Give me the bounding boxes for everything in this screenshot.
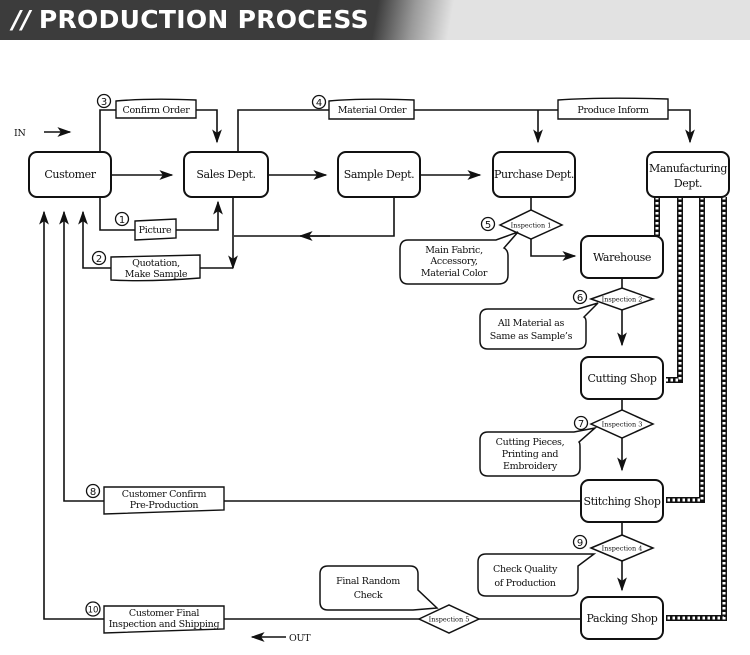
- label-confirm-order: Confirm Order: [115, 98, 197, 119]
- diagram-text: Manufacturing: [649, 162, 727, 175]
- step-5-marker: 5: [480, 216, 496, 232]
- diagram-text: Embroidery: [503, 461, 558, 472]
- node-sales-dept: Sales Dept.: [183, 151, 269, 198]
- diagram-text: 6: [577, 293, 583, 304]
- inspection-4: Inspection 4: [589, 534, 655, 562]
- node-warehouse: Warehouse: [580, 235, 664, 279]
- diagram-text: 10: [88, 606, 99, 616]
- diagram-text: Inspection 5: [429, 616, 470, 624]
- diagram-text: Check: [354, 590, 383, 601]
- step-3-marker: 3: [96, 93, 112, 109]
- diagram-text: Warehouse: [593, 251, 651, 264]
- node-cutting-shop: Cutting Shop: [580, 356, 664, 400]
- diagram-text: All Material as: [497, 318, 565, 329]
- diagram-text: Dept.: [674, 177, 702, 190]
- diagram-text: Inspection 4: [602, 545, 643, 553]
- diagram-text: Sales Dept.: [196, 168, 255, 181]
- diagram-text: Confirm Order: [123, 105, 191, 116]
- step-markers: 3 4 1 2 5 6 7 8 9 10: [85, 93, 589, 617]
- diagram-text: Customer Confirm: [122, 489, 207, 500]
- diagram-text: Material Order: [338, 105, 407, 116]
- diagram-text: Pre-Production: [130, 500, 199, 511]
- diagram-text: Make Sample: [125, 269, 188, 280]
- step-2-marker: 2: [91, 250, 107, 266]
- connectors: [39, 109, 695, 642]
- manufacturing-connectors: [654, 197, 727, 621]
- callout-final-random-check: Final Random Check: [319, 565, 439, 611]
- diagram-text: Cutting Pieces,: [496, 437, 565, 448]
- node-manufacturing-dept: Manufacturing Dept.: [646, 151, 730, 198]
- diagram-text: Customer Final: [129, 608, 200, 619]
- diagram-text: 4: [316, 98, 322, 109]
- pre-production-path: [59, 210, 580, 502]
- final-shipping-path: [39, 210, 580, 620]
- diagram-text: Cutting Shop: [588, 372, 657, 385]
- node-purchase-dept: Purchase Dept.: [492, 151, 576, 198]
- diagram-text: 1: [119, 215, 125, 226]
- step-9-marker: 9: [572, 534, 588, 550]
- diagram-text: 9: [577, 538, 583, 549]
- step-1-marker: 1: [114, 211, 130, 227]
- diagram-text: Check Quality: [493, 564, 558, 575]
- diagram-text: Inspection 2: [602, 296, 643, 304]
- diagram-text: Stitching Shop: [584, 495, 661, 508]
- diagram-text: Main Fabric,: [425, 245, 483, 256]
- diagram-text: Same as Sample’s: [490, 331, 573, 342]
- label-quotation: Quotation, Make Sample: [110, 254, 201, 282]
- step-10-marker: 10: [85, 601, 101, 617]
- node-customer: Customer: [28, 151, 112, 198]
- step-7-marker: 7: [573, 415, 589, 431]
- step-8-marker: 8: [85, 483, 101, 499]
- diagram-text: Material Color: [421, 268, 488, 279]
- callout-check-quality: Check Quality of Production: [477, 553, 597, 597]
- label-picture: Picture: [134, 218, 177, 241]
- diagram-text: Picture: [139, 225, 172, 236]
- callout-all-material: All Material as Same as Sample’s: [479, 302, 599, 350]
- inspection-5: Inspection 5: [417, 604, 481, 634]
- diagram-text: Sample Dept.: [344, 168, 415, 181]
- diagram-text: 5: [485, 220, 491, 231]
- label-produce-inform: Produce Inform: [557, 97, 669, 120]
- header-bar: //PRODUCTION PROCESS: [0, 0, 750, 40]
- diagram-text: Produce Inform: [577, 105, 649, 116]
- material-order-path: [237, 109, 695, 152]
- page-title-text: PRODUCTION PROCESS: [38, 5, 369, 34]
- diagram-text: 8: [90, 487, 96, 498]
- step-4-marker: 4: [311, 94, 327, 110]
- label-customer-final-inspection: Customer Final Inspection and Shipping: [103, 605, 225, 634]
- diagram-text: Quotation,: [132, 258, 180, 269]
- label-material-order: Material Order: [328, 98, 415, 120]
- diagram-text: Packing Shop: [587, 612, 658, 625]
- diagram-text: 7: [578, 419, 584, 430]
- diagram-text: 3: [101, 97, 107, 108]
- diagram-text: Customer: [44, 168, 96, 181]
- node-stitching-shop: Stitching Shop: [580, 479, 664, 523]
- page-title: //PRODUCTION PROCESS: [12, 2, 369, 38]
- step-6-marker: 6: [572, 289, 588, 305]
- inspection-2: Inspection 2: [588, 287, 656, 311]
- node-packing-shop: Packing Shop: [580, 596, 664, 640]
- out-label: OUT: [289, 633, 311, 644]
- diagram-text: 2: [96, 254, 102, 265]
- slash-icon: //: [12, 5, 31, 34]
- diagram-text: Printing and: [502, 449, 559, 460]
- label-customer-confirm-pre-production: Customer Confirm Pre-Production: [103, 486, 225, 515]
- inspection-1: Inspection 1: [498, 209, 564, 240]
- callout-main-fabric: Main Fabric, Accessory, Material Color: [399, 231, 519, 285]
- insp1-to-warehouse-arrow: [530, 239, 577, 261]
- diagram-text: Inspection 3: [602, 421, 643, 429]
- diagram-text: of Production: [494, 578, 555, 589]
- diagram-text: Accessory,: [429, 256, 478, 267]
- sample-return-line: [234, 198, 395, 237]
- node-sample-dept: Sample Dept.: [337, 151, 421, 198]
- diagram-text: Purchase Dept.: [494, 168, 574, 181]
- diagram-text: Inspection 1: [511, 222, 552, 230]
- inspection-3: Inspection 3: [589, 409, 655, 439]
- diagram-text: Inspection and Shipping: [109, 619, 220, 630]
- callout-cutting-pieces: Cutting Pieces, Printing and Embroidery: [479, 426, 598, 477]
- diagram-text: Final Random: [336, 576, 400, 587]
- in-label: IN: [14, 128, 25, 139]
